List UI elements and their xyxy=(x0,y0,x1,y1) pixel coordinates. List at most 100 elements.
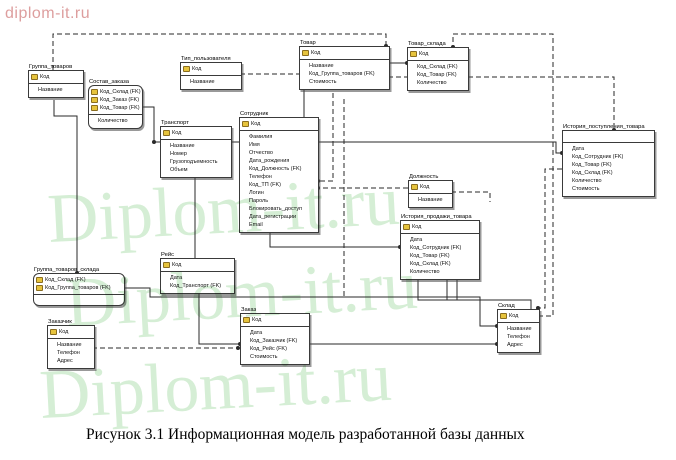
key-row: Код xyxy=(183,65,239,73)
key-row: Код_Товар (FK) xyxy=(91,104,140,112)
key-icon xyxy=(403,224,410,230)
key-row: Код xyxy=(163,261,232,269)
key-row: Код xyxy=(302,49,387,57)
field-row: Код_Склад (FK) xyxy=(410,261,451,267)
key-attribute-label: Код xyxy=(420,184,430,190)
key-attribute-label: Код_Заказ (FK) xyxy=(100,97,140,103)
field-row: Адрес xyxy=(507,342,523,348)
field-row: Код_Должность (FK) xyxy=(249,166,302,172)
field-row: Код_Товар (FK) xyxy=(410,253,450,259)
field-row: Отчество xyxy=(249,150,273,156)
field-row: Стоимость xyxy=(309,79,337,85)
field-row: Код_Товар (FK) xyxy=(572,162,612,168)
field-row: Телефон xyxy=(249,174,272,180)
entity-title: Заказ xyxy=(241,307,257,313)
field-row: Фамилия xyxy=(249,134,273,140)
attributes-section: Название xyxy=(409,194,452,207)
primary-key-section: Код xyxy=(498,310,539,323)
field-row: Код_Заказчик (FK) xyxy=(250,338,298,344)
field-row: Дата_рождения xyxy=(249,158,290,164)
key-attribute-label: Код xyxy=(419,51,429,57)
field-row: Название xyxy=(190,79,215,85)
relationship-line xyxy=(417,276,532,309)
entity-title: Заказчик xyxy=(48,319,72,325)
relationship-line xyxy=(538,168,562,309)
key-icon xyxy=(500,313,507,319)
field-row: Код_Транспорт (FK) xyxy=(170,283,222,289)
key-attribute-label: Код xyxy=(192,66,202,72)
field-row: Код_Склад (FK) xyxy=(572,170,613,176)
field-row: Название xyxy=(309,63,334,69)
key-icon xyxy=(243,317,250,323)
field-row: Стоимость xyxy=(250,354,278,360)
field-row: Количество xyxy=(572,178,602,184)
field-row: Дата xyxy=(170,275,183,281)
field-row: Логин xyxy=(249,190,264,196)
field-row: Грузоподъемность xyxy=(170,159,218,165)
field-row: Код_ТП (FK) xyxy=(249,182,281,188)
attributes-section: Название xyxy=(181,76,241,89)
key-attribute-label: Код xyxy=(252,317,262,323)
field-row: Количество xyxy=(417,80,447,86)
entity-title: Склад xyxy=(498,303,515,309)
attributes-section: Название xyxy=(29,84,83,97)
field-row: Количество xyxy=(98,118,128,124)
field-row: Дата xyxy=(572,146,585,152)
primary-key-section: Код xyxy=(401,221,479,234)
attributes-section: Количество xyxy=(89,115,142,128)
field-row: Количество xyxy=(410,269,440,275)
key-attribute-label: Код xyxy=(59,329,69,335)
key-row: Код xyxy=(242,120,316,128)
key-attribute-label: Код_Товар (FK) xyxy=(100,105,140,111)
key-row: Код xyxy=(410,50,466,58)
key-icon xyxy=(410,51,417,57)
key-row: Код_Заказ (FK) xyxy=(91,96,140,104)
entity-title: Товар_склада xyxy=(408,41,446,47)
primary-key-section: Код_Склад (FK)Код_Заказ (FK) Код_Товар (F… xyxy=(89,86,142,115)
field-row: Стоимость xyxy=(572,186,600,192)
field-row: Телефон xyxy=(507,334,530,340)
attributes-section: Код_Склад (FK)Код_Товар (FK)Количество xyxy=(408,61,468,90)
key-attribute-label: Код xyxy=(311,50,321,56)
key-icon xyxy=(36,285,43,291)
field-row: Блокировать_доступ xyxy=(249,206,303,212)
entity-title: Группа_товаров_склада xyxy=(34,267,100,273)
field-row: Название xyxy=(170,143,195,149)
primary-key-section: Код_Склад (FK)Код_Группа_товаров (FK) xyxy=(34,274,124,295)
key-icon xyxy=(302,50,309,56)
entity-title: Транспорт xyxy=(161,120,189,126)
primary-key-section: Код xyxy=(409,181,452,194)
key-icon xyxy=(50,329,57,335)
figure-caption: Рисунок 3.1 Информационная модель разраб… xyxy=(86,426,525,443)
field-row: Номер xyxy=(170,151,187,157)
primary-key-section: Код xyxy=(241,314,309,327)
field-row: Адрес xyxy=(57,358,73,364)
key-row: Код_Склад (FK) xyxy=(91,88,141,96)
field-row: Код_Группа_товаров (FK) xyxy=(309,71,375,77)
entity-title: Тип_пользователя xyxy=(181,56,231,62)
field-row: Телефон xyxy=(57,350,80,356)
key-attribute-label: Код xyxy=(40,74,50,80)
entity-title: Сотрудник xyxy=(240,111,269,117)
key-icon xyxy=(411,184,418,190)
key-row: Код_Группа_товаров (FK) xyxy=(36,284,122,292)
entity-title: Группа_товаров xyxy=(29,64,73,70)
key-icon xyxy=(36,277,43,283)
entity-title: История_продажи_товара xyxy=(401,214,472,220)
primary-key-section: Код xyxy=(181,63,241,76)
key-attribute-label: Код xyxy=(251,121,261,127)
primary-key-section: Код xyxy=(161,259,234,272)
